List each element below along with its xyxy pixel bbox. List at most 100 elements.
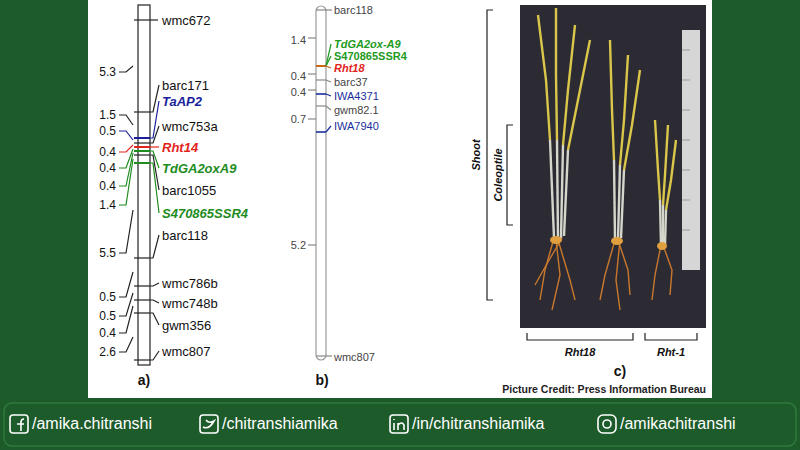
leaf — [538, 15, 550, 140]
leader-line — [150, 235, 159, 258]
distance-tick — [308, 244, 316, 245]
coleoptile — [564, 150, 568, 236]
leader-line — [150, 19, 158, 20]
marker-tick — [134, 142, 150, 143]
facebook-icon — [10, 415, 28, 433]
ruler-tick — [682, 170, 690, 171]
roots — [535, 238, 672, 310]
distance-cm: 0.4 — [99, 327, 116, 339]
distance-cm: 0.4 — [291, 71, 306, 82]
root — [558, 240, 575, 300]
marker-name: IWA7940 — [334, 121, 379, 132]
marker-tick — [134, 19, 150, 20]
axis-label: Coleoptile — [493, 148, 504, 201]
marker-tick — [134, 299, 150, 300]
distance-leader — [119, 145, 133, 152]
distance-cm: 1.4 — [291, 35, 306, 46]
marker-tick — [134, 257, 150, 258]
ruler-tick — [682, 230, 690, 231]
leader-line — [150, 283, 159, 286]
marker-tick — [134, 285, 150, 286]
seedling-photo — [520, 5, 706, 328]
distance-cm: 0.7 — [291, 114, 306, 125]
marker-name: wmc807 — [162, 345, 210, 358]
chromosome-map-a — [119, 5, 159, 365]
marker-name: barc37 — [334, 77, 368, 88]
distance-leader — [119, 159, 133, 205]
marker-name: wmc807 — [334, 352, 375, 363]
distance-cm: 0.4 — [99, 146, 116, 158]
distance-leader — [119, 272, 133, 297]
gene-name: TdGA2ox-A9 — [334, 39, 401, 50]
footer-frame — [4, 403, 796, 446]
leader-line — [326, 56, 331, 66]
marker-name: wmc672 — [162, 14, 210, 27]
credit-note: Picture Credit: Press Information Bureau — [502, 384, 706, 395]
social-icons — [10, 415, 616, 433]
genotype-bracket — [645, 333, 697, 340]
distance-cm: 1.4 — [99, 199, 116, 211]
marker-tick — [134, 312, 150, 313]
distance-leader — [119, 66, 133, 72]
genotype-label: Rht18 — [565, 347, 596, 358]
distance-tick — [308, 89, 316, 90]
distance-leader — [119, 115, 133, 125]
marker-name: wmc786b — [162, 277, 218, 290]
marker-name: wmc748b — [162, 297, 218, 310]
gene-name: Rht14 — [162, 141, 198, 154]
leader-line — [150, 351, 159, 360]
panel-letter: b) — [315, 373, 328, 387]
social-handle: /amikachitranshi — [620, 416, 736, 432]
seeds — [550, 236, 667, 250]
chromosome-bar — [316, 6, 326, 360]
marker-name: wmc753a — [162, 120, 218, 133]
distance-cm: 5.5 — [99, 247, 116, 259]
leader-line — [326, 126, 331, 132]
leaf — [666, 140, 676, 210]
coleoptile — [561, 145, 563, 238]
leaf — [663, 125, 668, 205]
marker-tick — [134, 111, 150, 112]
coleoptile — [662, 205, 664, 245]
ruler-tick — [682, 80, 690, 81]
leader-line — [326, 44, 331, 66]
marker-name: IWA4371 — [334, 91, 379, 102]
distance-cm: 0.5 — [99, 291, 116, 303]
ruler — [682, 30, 700, 270]
distance-cm: 2.6 — [99, 346, 116, 358]
instagram-icon — [598, 415, 616, 433]
ruler-tick — [682, 140, 690, 141]
marker-name: barc118 — [162, 229, 208, 242]
distance-cm: 0.5 — [99, 125, 116, 137]
coleoptile — [618, 165, 620, 240]
root — [540, 238, 554, 300]
leader-line — [326, 80, 331, 82]
coleoptiles — [550, 140, 666, 245]
marker-tick — [316, 79, 326, 80]
leaf — [610, 40, 614, 160]
genotype-bracket — [527, 333, 633, 340]
leader-line — [326, 106, 331, 110]
leaf — [568, 40, 590, 150]
marker-tick — [316, 65, 326, 67]
leader-line — [326, 66, 331, 68]
marker-name: barc171 — [162, 79, 209, 92]
distance-cm: 0.5 — [99, 310, 116, 322]
twitter-glyph — [203, 420, 214, 428]
leader-line — [150, 101, 159, 138]
seed — [611, 237, 623, 245]
marker-tick — [316, 131, 326, 133]
marker-tick — [134, 137, 150, 139]
leaves — [538, 8, 676, 210]
marker-tick — [134, 162, 150, 164]
distance-cm: 0.4 — [99, 180, 116, 192]
leader-line — [150, 163, 159, 213]
distance-tick — [308, 118, 316, 119]
root — [663, 245, 672, 295]
coleoptile — [665, 210, 666, 245]
leader-line — [150, 313, 159, 325]
ruler-tick — [682, 200, 690, 201]
leader-line — [326, 94, 331, 96]
social-handle: /amika.chitranshi — [32, 416, 152, 432]
